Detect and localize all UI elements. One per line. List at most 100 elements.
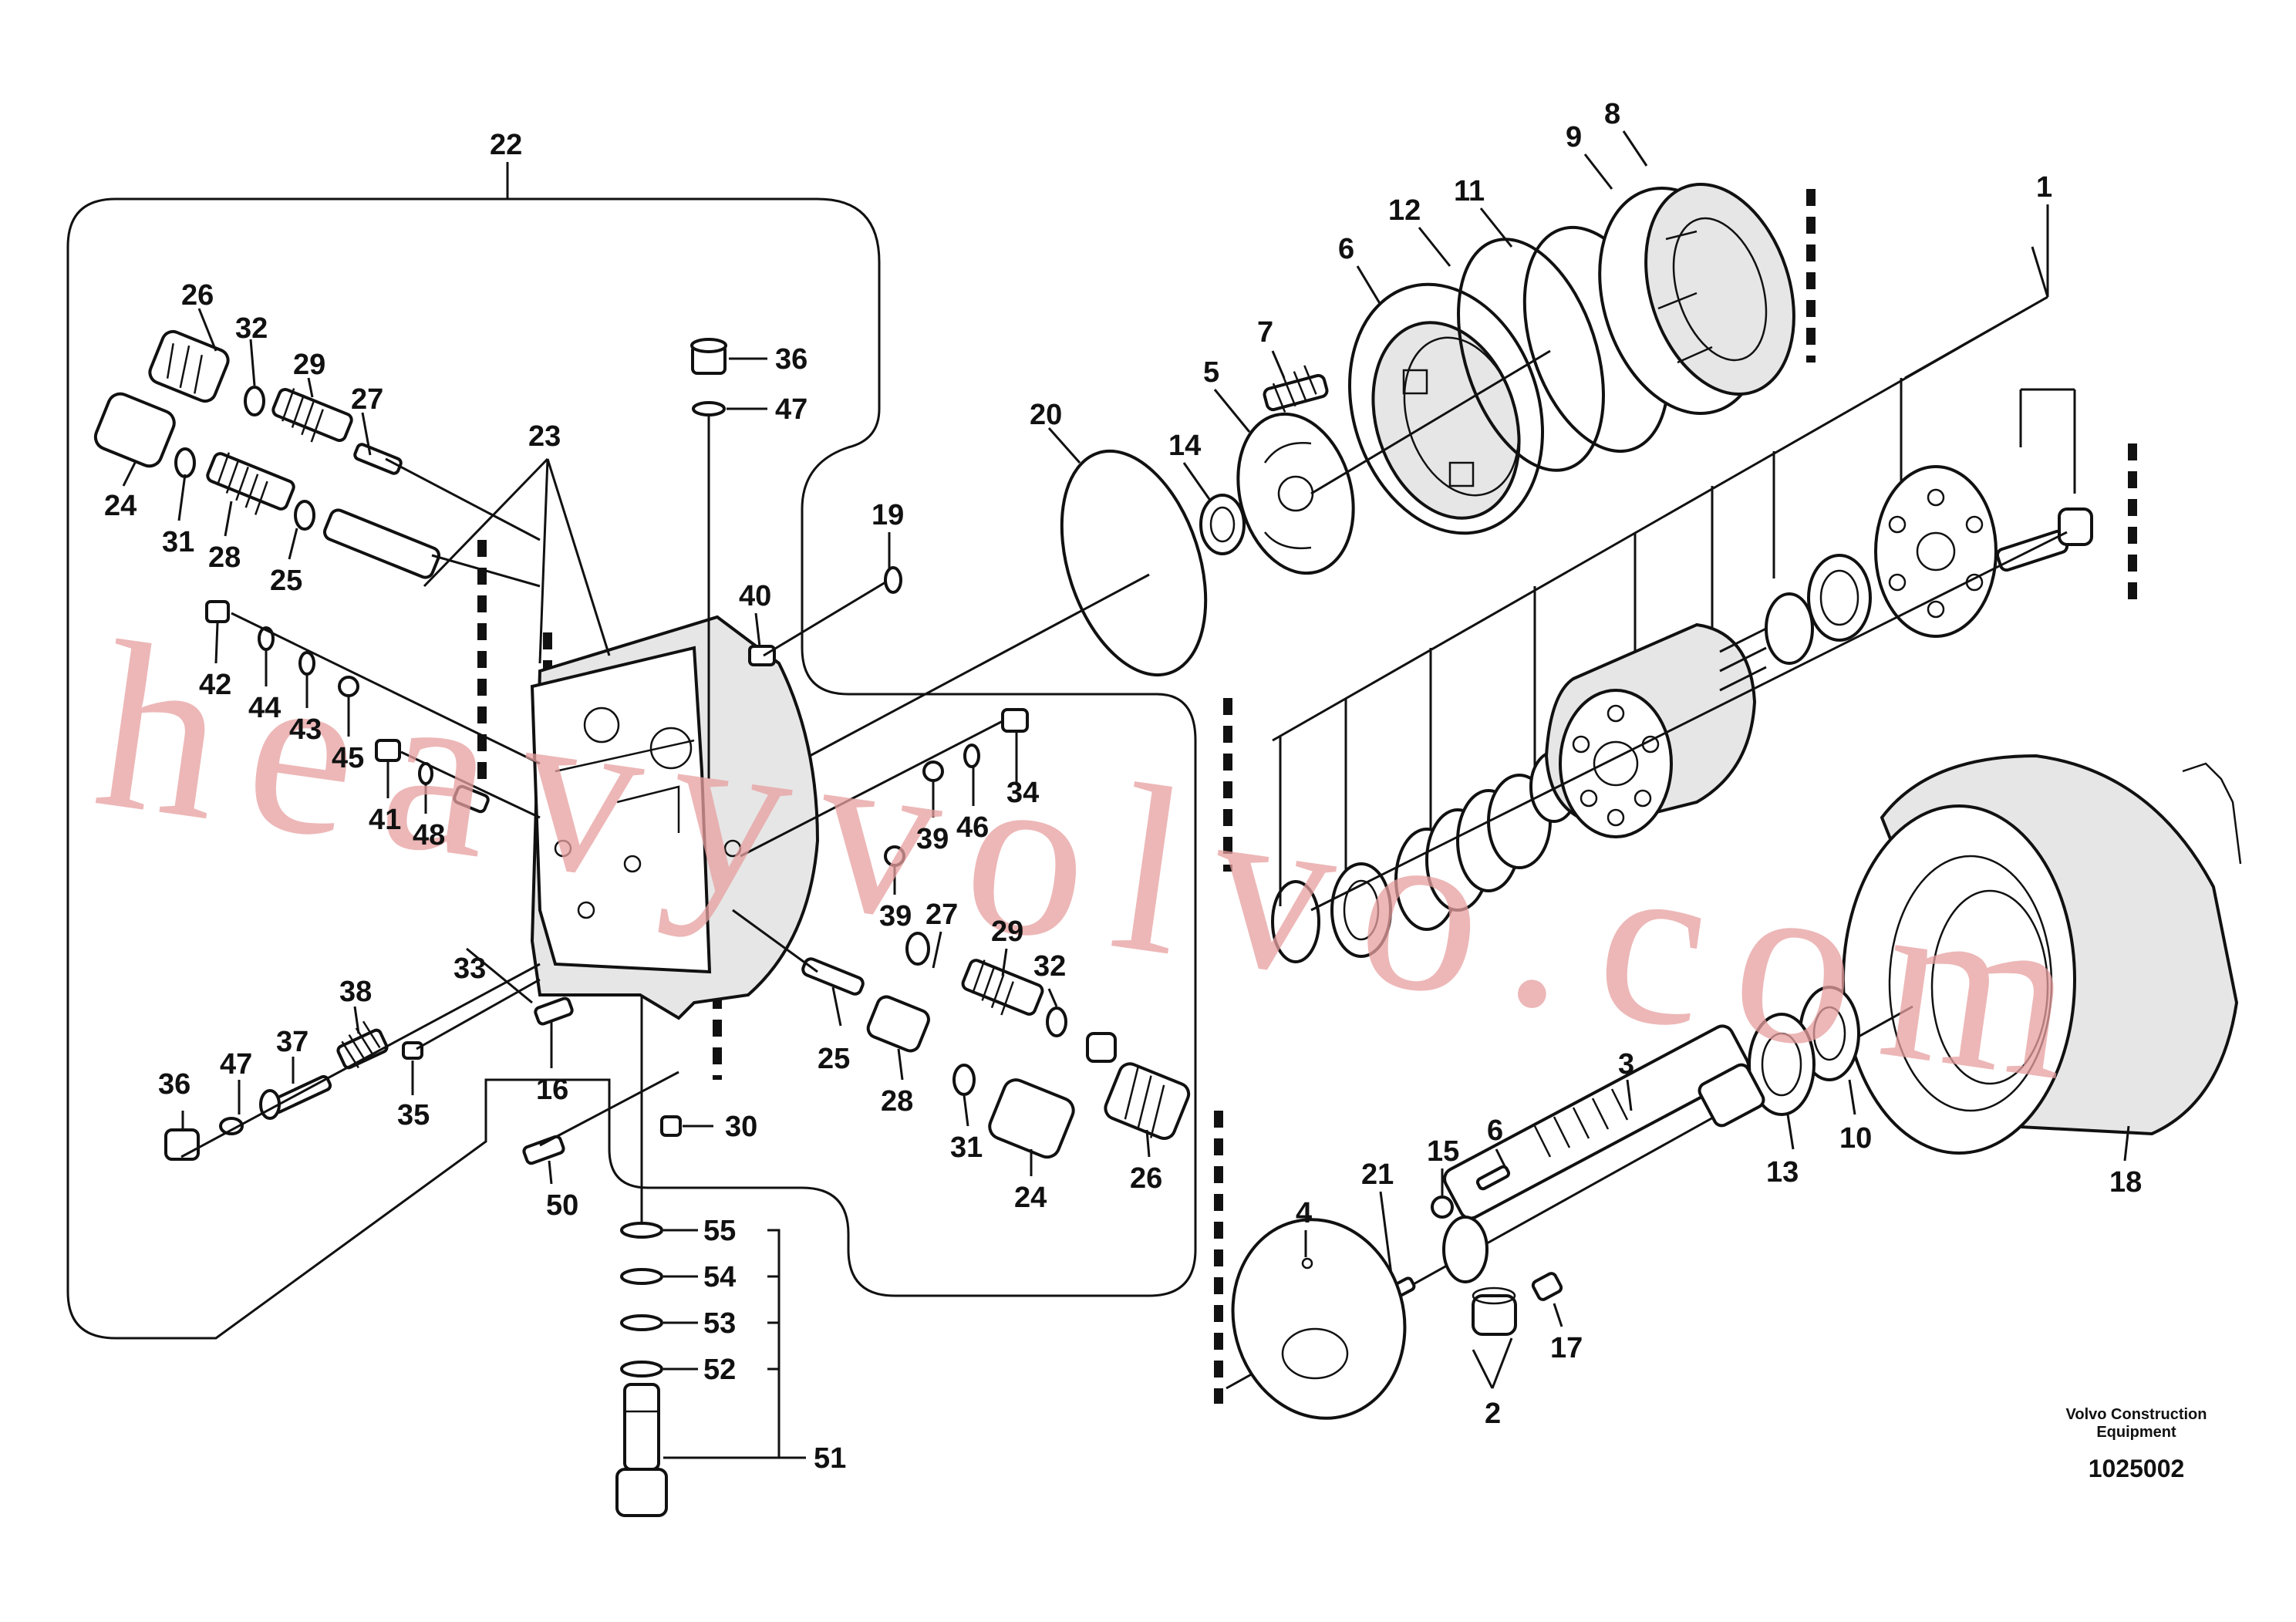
callout-29-b: 29 xyxy=(991,916,1023,948)
leader-9 xyxy=(1583,153,1613,190)
callout-2: 2 xyxy=(1485,1398,1501,1430)
callout-47-b: 47 xyxy=(220,1048,252,1081)
ring-1f xyxy=(1765,592,1814,665)
callout-10: 10 xyxy=(1839,1122,1872,1155)
housing-18 xyxy=(1842,754,2242,1155)
axis-upper-2 xyxy=(1310,349,1551,495)
callout-32-b: 32 xyxy=(1033,950,1066,983)
leader-1-lines xyxy=(1279,204,2076,906)
callout-53: 53 xyxy=(703,1307,736,1340)
callout-labels: 22 26 32 29 27 24 31 28 25 23 36 47 19 4… xyxy=(104,98,2142,1475)
callout-7: 7 xyxy=(1257,316,1273,349)
plates-9-8 xyxy=(1598,182,1795,415)
callout-31-b: 31 xyxy=(950,1131,983,1164)
callout-31: 31 xyxy=(162,526,194,558)
leader-6-upper xyxy=(1356,265,1382,305)
ball-15 xyxy=(1431,1195,1454,1219)
callout-17: 17 xyxy=(1550,1332,1583,1364)
callout-28-b: 28 xyxy=(881,1085,913,1118)
callout-27: 27 xyxy=(351,383,383,416)
callout-54: 54 xyxy=(703,1261,736,1293)
small-parts-right xyxy=(884,708,1029,867)
callout-39-b: 39 xyxy=(879,900,912,932)
group-22-outline xyxy=(66,197,1197,1340)
callout-32: 32 xyxy=(235,312,268,345)
callout-25-b: 25 xyxy=(818,1043,850,1075)
plug-17 xyxy=(1531,1272,1563,1301)
pin-16 xyxy=(534,996,574,1026)
callout-36: 36 xyxy=(775,343,807,376)
callout-35: 35 xyxy=(397,1099,430,1131)
leader-20 xyxy=(1047,427,1081,464)
callout-29: 29 xyxy=(293,349,325,381)
callout-41: 41 xyxy=(369,804,401,836)
plug-top xyxy=(690,338,727,416)
leaders-36-47-top xyxy=(707,357,767,779)
cover-4 xyxy=(1231,1218,1407,1420)
callout-9: 9 xyxy=(1566,121,1582,153)
leaders-19-40 xyxy=(754,532,891,657)
leaders-upper-left xyxy=(122,308,541,588)
callout-39-a: 39 xyxy=(916,823,949,855)
bolt-50 xyxy=(522,1135,565,1165)
callout-51: 51 xyxy=(814,1442,846,1475)
maker-line-1: Volvo Construction xyxy=(2066,1406,2207,1423)
callout-47: 47 xyxy=(775,393,807,426)
callout-30: 30 xyxy=(725,1111,757,1143)
callout-23: 23 xyxy=(528,420,561,453)
callout-40: 40 xyxy=(739,580,771,612)
relief-valve-upper-parts xyxy=(148,329,403,475)
callout-8: 8 xyxy=(1604,98,1620,130)
callout-21: 21 xyxy=(1361,1158,1394,1191)
callout-6: 6 xyxy=(1338,233,1354,265)
callout-38: 38 xyxy=(339,976,372,1008)
callout-20: 20 xyxy=(1030,399,1062,431)
callout-16: 16 xyxy=(536,1074,568,1106)
callout-45: 45 xyxy=(332,742,364,774)
bearing-1g xyxy=(1807,554,1872,642)
leader-7 xyxy=(1271,350,1286,379)
callout-42: 42 xyxy=(199,669,231,701)
callout-52: 52 xyxy=(703,1354,736,1386)
valve-plate-5 xyxy=(1236,412,1355,575)
callout-22: 22 xyxy=(490,129,522,161)
leaders-small-left xyxy=(214,612,541,819)
leader-5 xyxy=(1213,389,1251,433)
plug-40 xyxy=(748,645,776,666)
callout-26-b: 26 xyxy=(1130,1162,1162,1195)
washer-1b xyxy=(1330,862,1392,958)
leader-21 xyxy=(1379,1191,1394,1281)
leader-10 xyxy=(1848,1079,1856,1115)
callout-5: 5 xyxy=(1203,356,1219,389)
leaders-small-right xyxy=(740,720,1018,895)
callout-15: 15 xyxy=(1427,1135,1459,1168)
shaft-51 xyxy=(615,1222,668,1517)
drive-shaft-3 xyxy=(1442,1024,1765,1283)
callout-36-b: 36 xyxy=(158,1068,190,1101)
ring-19 xyxy=(884,566,902,594)
callout-24: 24 xyxy=(104,490,137,522)
cylinder-block xyxy=(1544,622,1757,838)
callout-28: 28 xyxy=(208,541,241,574)
callout-50: 50 xyxy=(546,1189,578,1222)
leader-2 xyxy=(1472,1337,1513,1389)
valve-housing xyxy=(530,615,820,1020)
callout-37: 37 xyxy=(276,1026,308,1058)
leaders-55-51 xyxy=(640,995,806,1459)
callout-27-b: 27 xyxy=(925,899,958,931)
leaders-23 xyxy=(423,457,611,664)
o-ring-20 xyxy=(1060,449,1208,677)
drawing-number: 1025002 xyxy=(2089,1455,2185,1482)
callout-25: 25 xyxy=(270,565,302,597)
snap-ring-1a xyxy=(1271,880,1320,963)
leader-8 xyxy=(1622,130,1648,167)
callout-24-b: 24 xyxy=(1014,1182,1047,1214)
leaders-lower-left xyxy=(180,963,541,1158)
leaders-right-valve xyxy=(732,909,1151,1176)
bushings-2 xyxy=(1472,1286,1517,1336)
callout-44: 44 xyxy=(248,692,281,724)
callout-4: 4 xyxy=(1296,1197,1312,1229)
callout-6-b: 6 xyxy=(1487,1114,1503,1147)
leader-17 xyxy=(1553,1303,1563,1327)
